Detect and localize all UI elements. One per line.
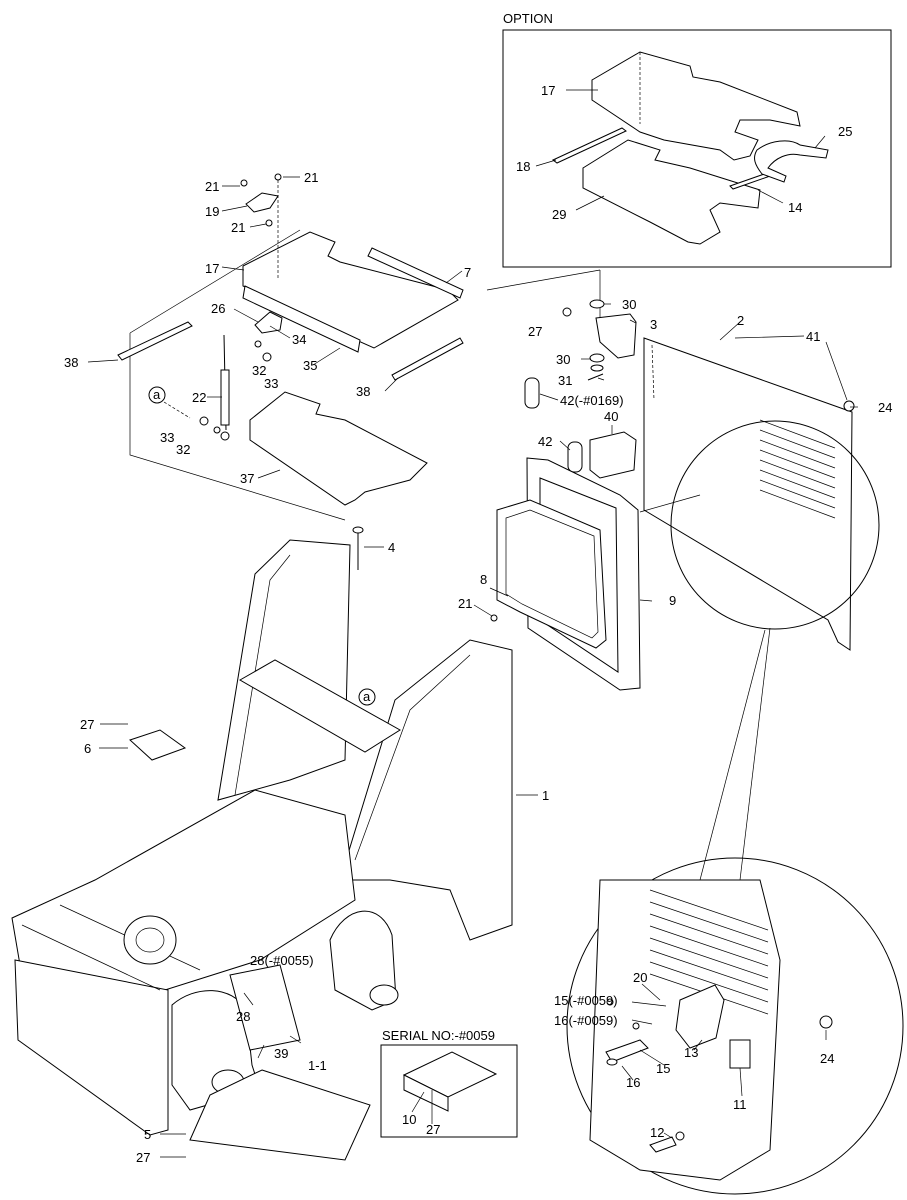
callout-30-b: 30 <box>556 352 570 367</box>
callout-9: 9 <box>669 593 676 608</box>
callout-1-1: 1-1 <box>308 1058 327 1073</box>
detail-circle: 20 15(-#0059) 16(-#0059) 13 15 16 11 12 … <box>554 857 904 1195</box>
callout-32-a: 32 <box>252 363 266 378</box>
callout-30-a: 30 <box>622 297 636 312</box>
main-frame-group: a 4 27 6 1 28(-#0055) 28 39 1-1 5 27 <box>11 526 549 1165</box>
callout-12: 12 <box>650 1125 664 1140</box>
callout-21-c: 21 <box>231 220 245 235</box>
callout-19: 19 <box>205 204 219 219</box>
callout-11: 11 <box>733 1097 747 1112</box>
callout-15: 15 <box>656 1061 670 1076</box>
callout-14: 14 <box>788 200 802 215</box>
callout-7: 7 <box>464 265 471 280</box>
callout-18: 18 <box>516 159 530 174</box>
callout-20: 20 <box>633 970 647 985</box>
callout-10: 10 <box>402 1112 416 1127</box>
callout-27-d: 27 <box>426 1122 440 1137</box>
callout-21-b: 21 <box>304 170 318 185</box>
callout-17: 17 <box>205 261 219 276</box>
callout-24-b: 24 <box>820 1051 834 1066</box>
detail-fins <box>649 889 769 1015</box>
callout-4: 4 <box>388 540 395 555</box>
callout-16-serial: 16(-#0059) <box>554 1013 618 1028</box>
option-title: OPTION <box>503 11 553 26</box>
callout-34: 34 <box>292 332 306 347</box>
callout-6: 6 <box>84 741 91 756</box>
callout-38-b: 38 <box>356 384 370 399</box>
callout-21-d: 21 <box>458 596 472 611</box>
callout-33-b: 33 <box>160 430 174 445</box>
serial-box: SERIAL NO:-#0059 10 27 <box>380 1028 518 1138</box>
callout-29: 29 <box>552 207 566 222</box>
callout-2: 2 <box>737 313 744 328</box>
radiator-fins <box>759 419 836 519</box>
callout-15-serial: 15(-#0059) <box>554 993 618 1008</box>
callout-17-option: 17 <box>541 83 555 98</box>
callout-42-serial: 42(-#0169) <box>560 393 624 408</box>
callout-35: 35 <box>303 358 317 373</box>
callout-1: 1 <box>542 788 549 803</box>
callout-28: 28 <box>236 1009 250 1024</box>
callout-16: 16 <box>626 1075 640 1090</box>
ref-a-top: a <box>153 387 161 402</box>
callout-37: 37 <box>240 471 254 486</box>
door-hinge-group: 30 27 3 2 41 30 31 42(-#0169) 40 42 24 9… <box>458 269 892 881</box>
callout-27-a: 27 <box>528 324 542 339</box>
callout-5: 5 <box>144 1127 151 1142</box>
callout-27-c: 27 <box>136 1150 150 1165</box>
callout-26: 26 <box>211 301 225 316</box>
callout-32-b: 32 <box>176 442 190 457</box>
callout-22: 22 <box>192 390 206 405</box>
floor-plate-group: a 21 21 19 21 17 7 26 34 32 33 35 38 38 … <box>64 170 471 521</box>
callout-38-a: 38 <box>64 355 78 370</box>
option-box: OPTION 17 18 29 14 25 <box>502 11 892 268</box>
callout-8: 8 <box>480 572 487 587</box>
callout-27-b: 27 <box>80 717 94 732</box>
callout-28-serial: 28(-#0055) <box>250 953 314 968</box>
ref-a-bottom: a <box>363 689 371 704</box>
callout-33-a: 33 <box>264 376 278 391</box>
callout-42: 42 <box>538 434 552 449</box>
callout-24-a: 24 <box>878 400 892 415</box>
callout-3: 3 <box>650 317 657 332</box>
serial-box-title: SERIAL NO:-#0059 <box>382 1028 495 1043</box>
callout-31: 31 <box>558 373 572 388</box>
callout-41: 41 <box>806 329 820 344</box>
callout-25: 25 <box>838 124 852 139</box>
callout-40: 40 <box>604 409 618 424</box>
callout-21-a: 21 <box>205 179 219 194</box>
callout-39: 39 <box>274 1046 288 1061</box>
callout-13: 13 <box>684 1045 698 1060</box>
